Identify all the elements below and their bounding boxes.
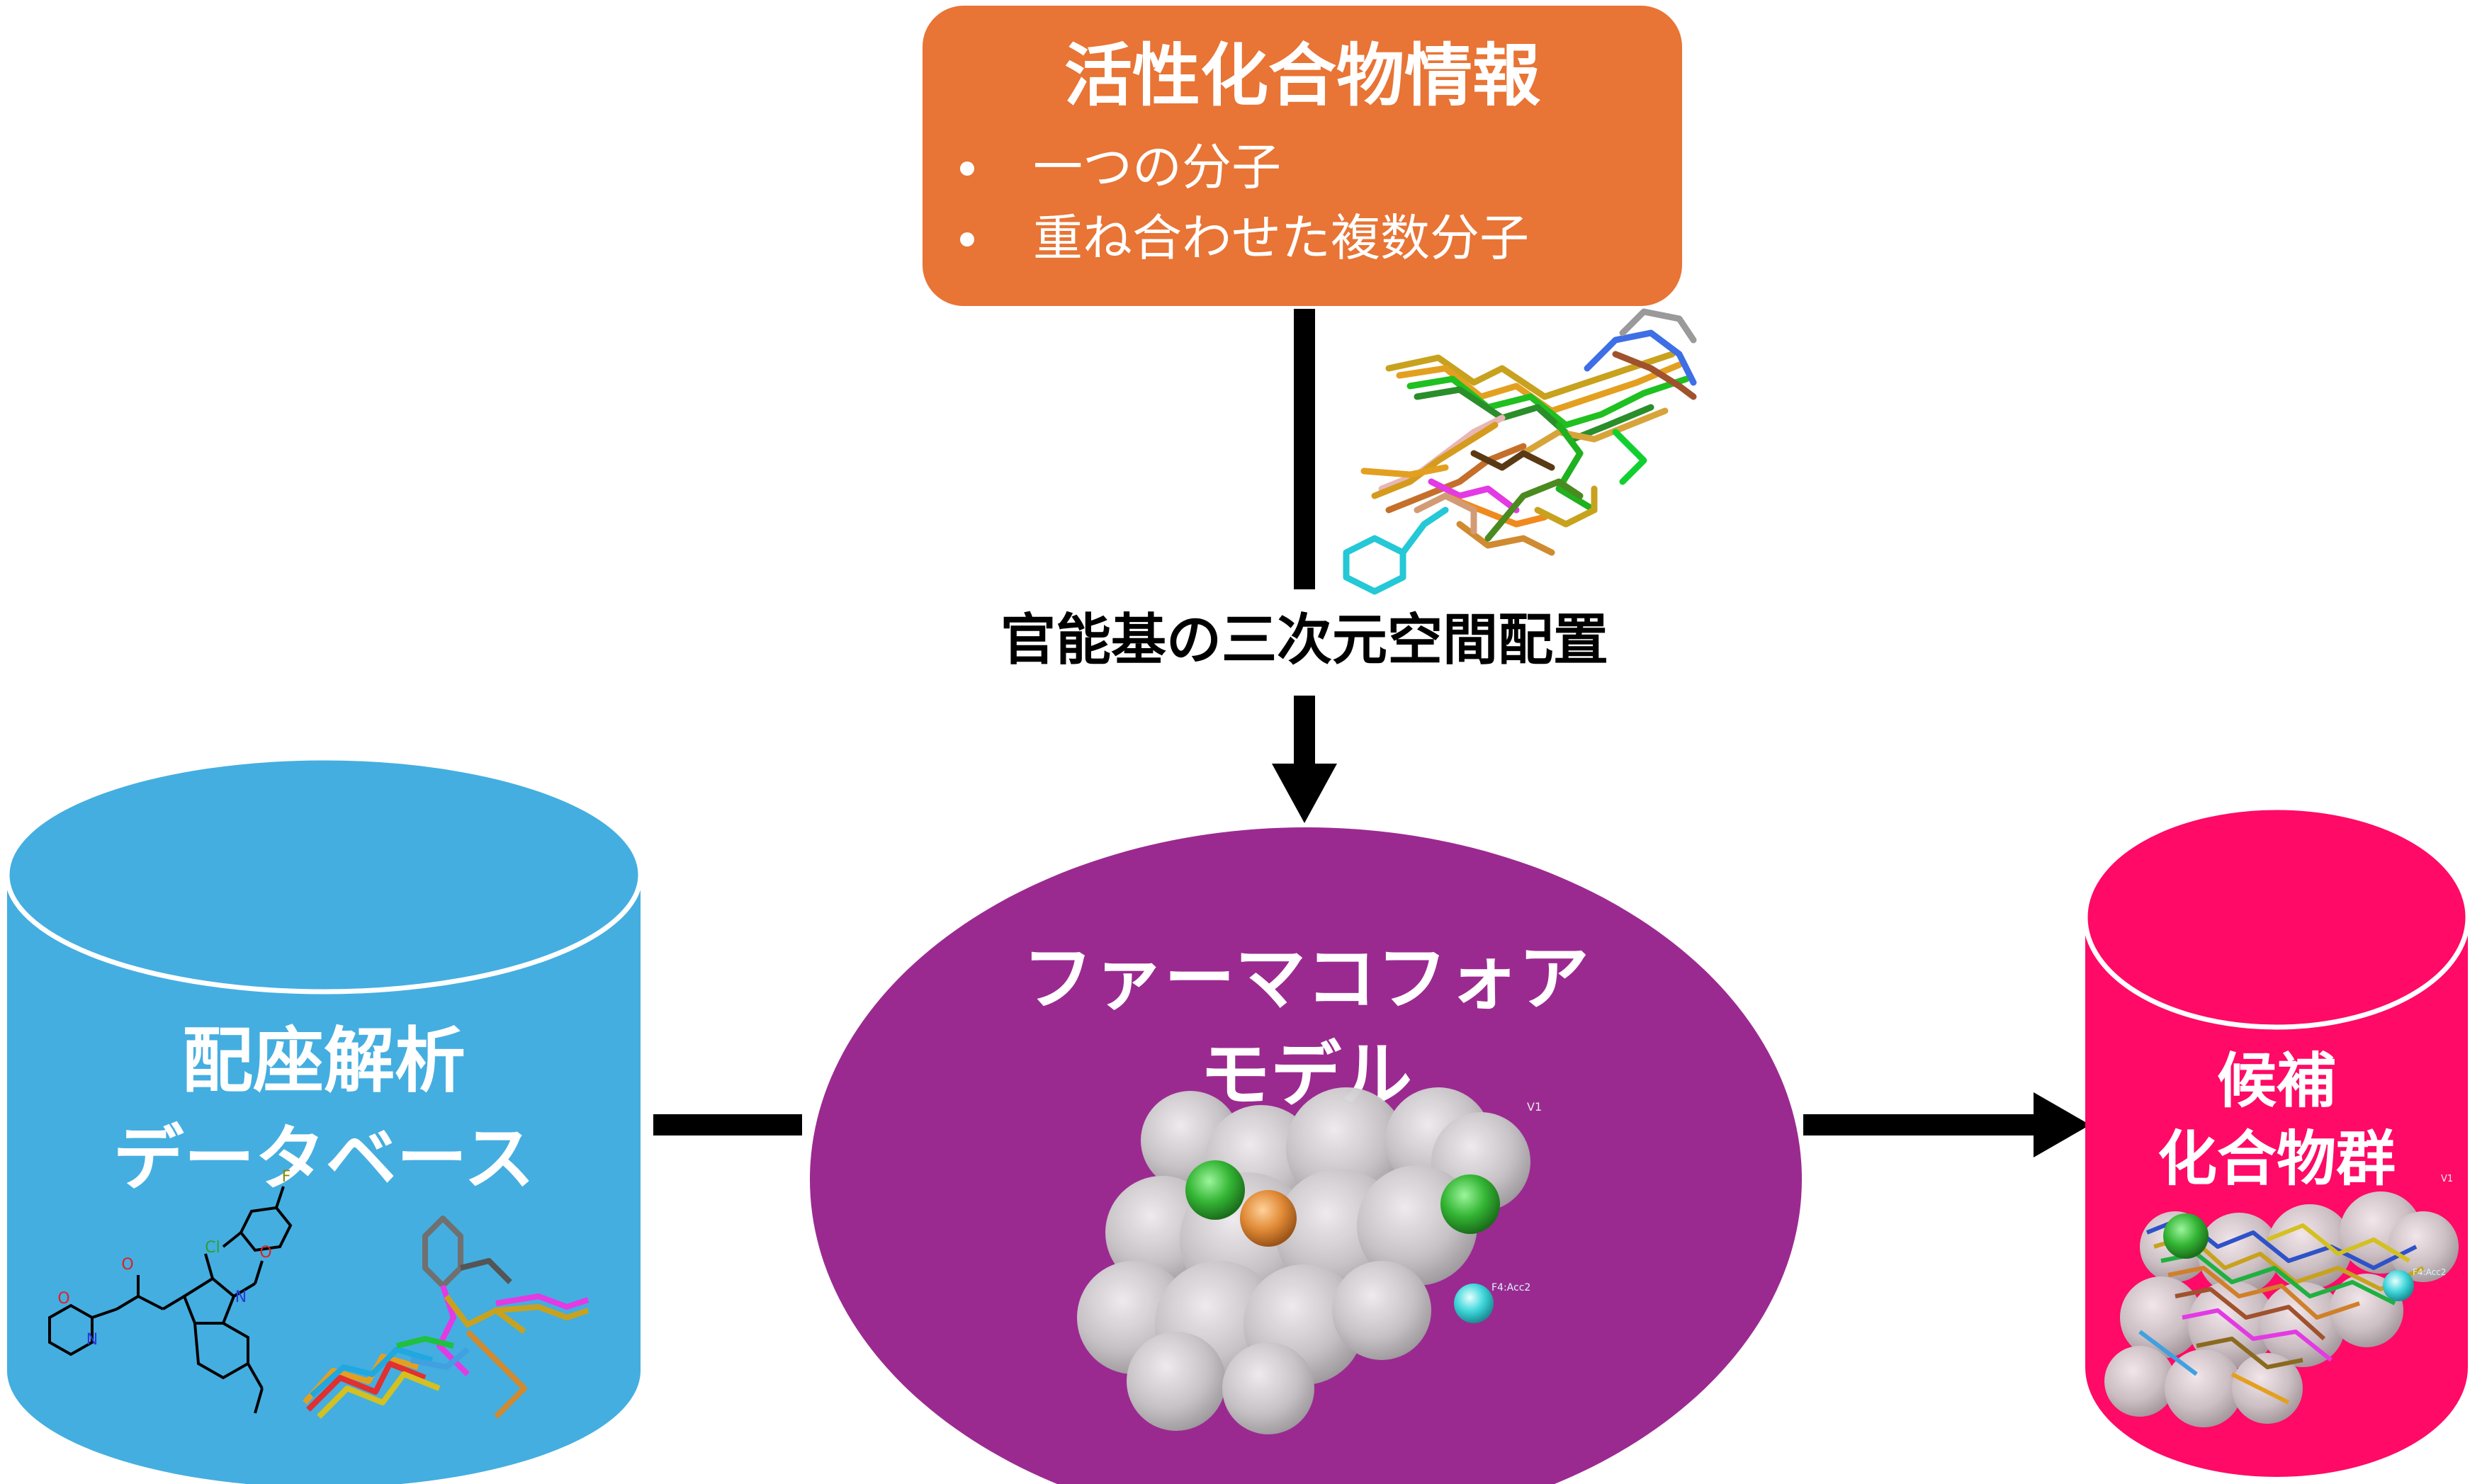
candidates-overlay-image: V1 F4:Acc2 <box>2104 1174 2459 1427</box>
indole-benzene-ring <box>193 1322 249 1380</box>
conformer-overlay-image <box>303 1216 590 1419</box>
bullet-icon <box>960 232 974 247</box>
atom-label-chlorine: Cl <box>205 1239 220 1257</box>
arrow-label: 官能基の三次元空間配置 <box>1000 608 1608 672</box>
database-cylinder-body <box>7 875 641 1484</box>
arrow-down-icon <box>1272 764 1337 823</box>
pharmacophore-model: ファーマコフォア モデル <box>810 827 1802 1484</box>
atom-label-nitrogen: N <box>86 1331 98 1349</box>
database-label-line2: データベース <box>113 1117 535 1200</box>
structure-2d-image <box>48 1186 293 1414</box>
acceptor-sphere <box>1454 1284 1494 1323</box>
active-compound-box-bg <box>923 6 1682 306</box>
feature-label: F4:Acc2 <box>1491 1282 1530 1293</box>
pharmacophore-label-line1: ファーマコフォア <box>1022 937 1589 1020</box>
feature-label: V1 <box>2441 1174 2453 1184</box>
superimposed-molecules-image <box>1343 308 1697 595</box>
database-label-line1: 配座解析 <box>182 1019 466 1102</box>
atom-label-nitrogen: N <box>235 1288 247 1306</box>
chlorofluorophenyl-ring <box>239 1206 293 1252</box>
hydrophobe-sphere <box>1440 1174 1500 1234</box>
database-cylinder-top <box>4 755 643 995</box>
arrow-shaft-lower <box>1294 696 1315 765</box>
candidates-label-line2: 化合物群 <box>2158 1124 2396 1194</box>
bullet-icon <box>960 162 974 176</box>
pharmacophore-surface-image: V1 F4:Acc2 <box>1077 1087 1542 1434</box>
active-compound-title: 活性化合物情報 <box>1064 36 1540 115</box>
feature-label: F4:Acc2 <box>2413 1267 2446 1277</box>
candidates-cylinder-top <box>2082 805 2471 1030</box>
atom-label-oxygen: O <box>259 1244 271 1262</box>
feature-label: V1 <box>1527 1100 1542 1114</box>
atom-label-oxygen: O <box>57 1290 69 1308</box>
connector-line <box>653 1114 802 1135</box>
active-compound-item-multiple: 重ね合わせた複数分子 <box>1033 209 1529 267</box>
atom-label-oxygen: O <box>121 1256 133 1274</box>
arrow-shaft-right <box>1803 1114 2037 1135</box>
hydrophobe-sphere <box>2163 1213 2209 1259</box>
morpholine-ring <box>48 1303 94 1356</box>
active-compound-box: 活性化合物情報 一つの分子 重ね合わせた複数分子 <box>923 6 1682 306</box>
indole-pyrrole-ring <box>182 1276 236 1325</box>
active-compound-item-single: 一つの分子 <box>1033 138 1281 196</box>
arrow-right-icon <box>2034 1092 2090 1157</box>
acceptor-donor-sphere <box>1240 1190 1297 1247</box>
candidate-compounds-cylinder: 候補 化合物群 <box>2082 805 2471 1477</box>
conformer-database-cylinder: 配座解析 データベース O N O N Cl F <box>4 755 643 1484</box>
candidates-label-line1: 候補 <box>2217 1046 2336 1116</box>
acceptor-sphere <box>2383 1270 2414 1301</box>
hydrophobe-sphere <box>1185 1160 1245 1220</box>
arrow-shaft-upper <box>1294 309 1315 589</box>
atom-label-fluorine: F <box>282 1168 291 1186</box>
